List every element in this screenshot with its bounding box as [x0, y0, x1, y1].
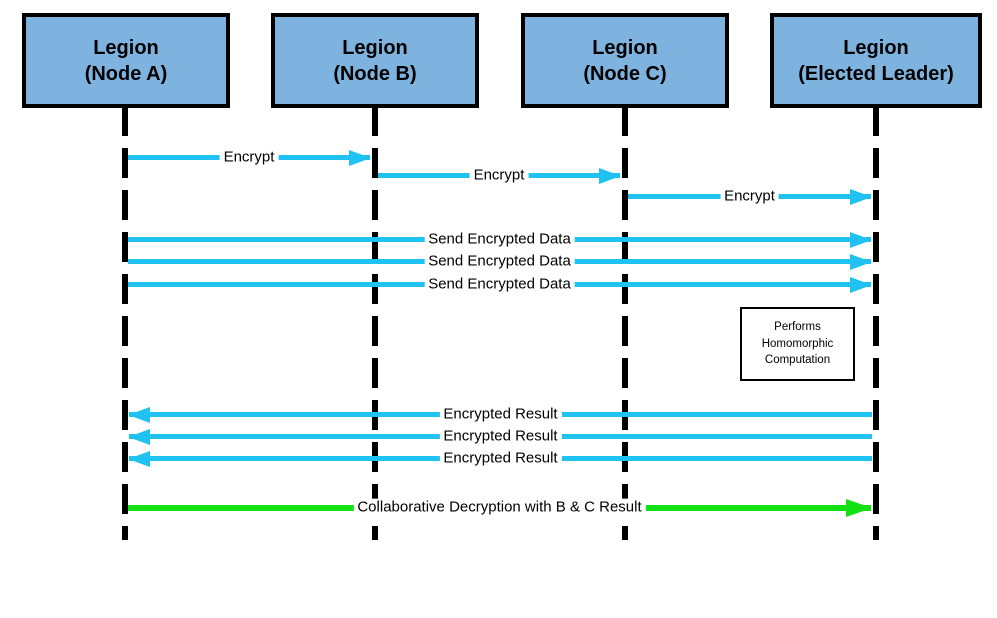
actor-node-b: Legion (Node B) [271, 13, 479, 108]
arrowhead-icon [128, 407, 150, 423]
arrowhead-icon [850, 277, 872, 293]
message-label: Encrypted Result [439, 427, 562, 446]
actor-title: Legion [342, 36, 408, 59]
message-label: Encrypted Result [439, 405, 562, 424]
arrowhead-icon [850, 189, 872, 205]
message-label: Encrypt [720, 187, 779, 206]
arrowhead-icon [349, 150, 371, 166]
actor-title: Legion [592, 36, 658, 59]
message-encrypted-result-1: Encrypted Result [128, 405, 872, 424]
message-collaborative-decryption: Collaborative Decryption with B & C Resu… [128, 498, 872, 517]
lifeline-node-c [622, 106, 628, 540]
actor-node-c: Legion (Node C) [521, 13, 729, 108]
actor-title: Legion [93, 36, 159, 59]
actor-node-a: Legion (Node A) [22, 13, 230, 108]
lifeline-elected-leader [873, 106, 879, 540]
actor-elected-leader: Legion (Elected Leader) [770, 13, 982, 108]
message-encrypted-result-2: Encrypted Result [128, 427, 872, 446]
message-send-encrypted-data-3: Send Encrypted Data [128, 275, 872, 294]
note-line: Homomorphic [761, 337, 834, 350]
lifeline-node-a [122, 106, 128, 540]
message-label: Send Encrypted Data [424, 252, 575, 271]
actor-subtitle: (Node A) [84, 62, 168, 85]
actor-subtitle: (Elected Leader) [798, 62, 954, 85]
arrowhead-icon [850, 254, 872, 270]
message-send-encrypted-data-1: Send Encrypted Data [128, 230, 872, 249]
arrowhead-icon [128, 451, 150, 467]
message-label: Encrypted Result [439, 449, 562, 468]
note-performs-homomorphic-computation: Performs Homomorphic Computation [740, 307, 855, 381]
message-encrypt-b-to-c: Encrypt [378, 166, 621, 185]
actor-subtitle: (Node B) [333, 62, 417, 85]
message-send-encrypted-data-2: Send Encrypted Data [128, 252, 872, 271]
arrowhead-icon [599, 168, 621, 184]
actor-subtitle: (Node C) [583, 62, 667, 85]
message-label: Send Encrypted Data [424, 230, 575, 249]
actor-title: Legion [843, 36, 909, 59]
note-line: Computation [764, 354, 831, 367]
message-encrypt-a-to-b: Encrypt [128, 148, 371, 167]
note-line: Performs [774, 320, 821, 333]
arrowhead-icon [850, 232, 872, 248]
message-label: Collaborative Decryption with B & C Resu… [353, 498, 646, 517]
message-label: Encrypt [469, 166, 529, 185]
message-label: Encrypt [219, 148, 279, 167]
message-encrypted-result-3: Encrypted Result [128, 449, 872, 468]
lifeline-node-b [372, 106, 378, 540]
message-encrypt-c-to-leader: Encrypt [628, 187, 872, 206]
arrowhead-icon [128, 429, 150, 445]
message-label: Send Encrypted Data [424, 275, 575, 294]
arrowhead-icon [846, 499, 872, 517]
